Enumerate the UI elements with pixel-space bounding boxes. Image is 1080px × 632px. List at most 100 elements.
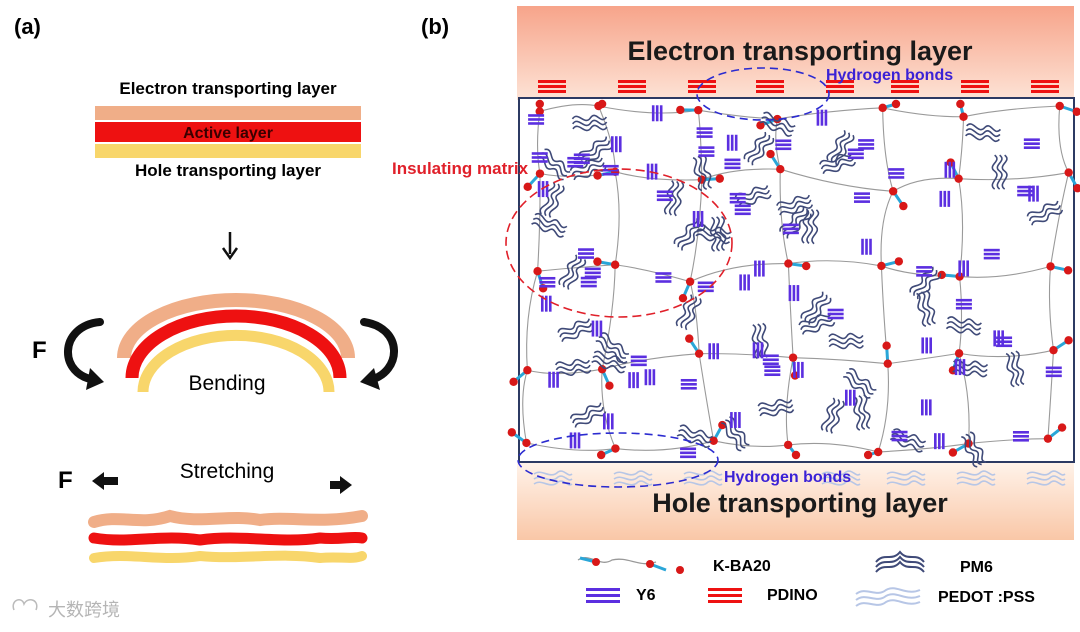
kba20-node	[784, 259, 793, 268]
pm6-molecule	[539, 181, 565, 218]
kba20-chain	[527, 368, 603, 375]
kba20-node	[766, 149, 775, 159]
pm6-molecule	[842, 368, 877, 399]
pm6-molecule	[759, 111, 796, 137]
legend-pedot-icon	[855, 587, 921, 607]
kba20-node	[883, 359, 892, 368]
kba20-node	[955, 272, 964, 281]
curved-arrow-right-icon	[360, 318, 398, 390]
y6-molecule	[996, 336, 1013, 348]
kba20-node	[597, 99, 607, 109]
kba20-node	[1073, 184, 1080, 193]
kba20-chain	[536, 111, 541, 174]
y6-molecule	[734, 204, 751, 216]
y6-molecule	[644, 369, 656, 386]
kba20-chain	[892, 177, 959, 192]
kba20-chain	[698, 353, 715, 441]
watermark-logo-icon	[12, 599, 38, 611]
kba20-chain	[958, 116, 965, 179]
y6-molecule	[762, 354, 779, 366]
kba20-node	[878, 103, 887, 113]
kba20-node	[1055, 101, 1064, 111]
pm6-molecule	[916, 290, 936, 327]
y6-molecule	[1045, 366, 1062, 378]
y6-molecule	[934, 433, 945, 450]
pm6-molecule	[558, 254, 587, 290]
y6-molecule	[680, 447, 697, 459]
legend: K-BA20 PM6 Y6 PDINO PEDOT :PSS	[577, 550, 1035, 607]
kba20-chain	[539, 104, 599, 112]
force-label-bend: F	[32, 337, 47, 364]
htl-label-a: Hole transporting layer	[135, 161, 321, 180]
kba20-node	[1063, 266, 1073, 275]
hbond-ellipse-top	[696, 67, 830, 121]
y6-molecule	[730, 412, 741, 429]
pm6-molecule	[800, 291, 832, 325]
hbond-ellipse-bottom	[517, 432, 719, 488]
kba20-chain	[615, 440, 714, 451]
y6-molecule	[602, 164, 619, 176]
y6-molecule	[602, 413, 614, 430]
kba20-node	[877, 261, 886, 271]
pm6-molecule	[743, 131, 775, 166]
y6-molecule	[916, 266, 933, 277]
kba20-chain	[615, 264, 691, 283]
kba20-node	[1049, 345, 1058, 355]
kba20-node	[756, 121, 765, 130]
y6-molecule	[539, 276, 556, 288]
kba20-node	[597, 365, 607, 374]
y6-molecule	[610, 136, 622, 153]
y6-molecule	[793, 361, 804, 378]
hbond-label-bottom: Hydrogen bonds	[724, 469, 851, 486]
kba20-chain	[880, 191, 894, 266]
kba20-node	[882, 341, 891, 350]
kba20-chain	[887, 352, 960, 365]
y6-molecule	[827, 308, 844, 320]
pedot-marker	[1026, 470, 1066, 486]
y6-molecule	[844, 389, 856, 406]
pdino-marker	[961, 80, 989, 93]
kba20-node	[709, 436, 718, 445]
kba20-node	[535, 169, 545, 178]
legend-pdino-icon	[708, 588, 742, 603]
pm6-molecule	[820, 397, 845, 434]
kba20-node	[535, 99, 544, 109]
kba20-node	[948, 448, 958, 457]
pedot-marker	[821, 470, 861, 486]
kba20-chain	[785, 357, 794, 445]
pm6-molecule	[1005, 350, 1025, 388]
kba20-node	[676, 105, 685, 115]
y6-molecule	[729, 192, 746, 204]
htl-band	[517, 462, 1074, 540]
kba20-chain	[1050, 172, 1070, 267]
active-layer-box	[518, 97, 1075, 463]
pm6-molecule	[965, 123, 1002, 142]
pm6-molecule	[571, 114, 608, 132]
kba20-node	[593, 257, 602, 266]
y6-molecule	[1017, 185, 1034, 197]
watermark-text: 大数跨境	[48, 600, 120, 620]
y6-molecule	[944, 161, 956, 178]
curved-arrow-left-icon	[64, 318, 104, 390]
pm6-molecule	[819, 152, 857, 175]
pdino-marker	[688, 80, 716, 93]
y6-molecule	[954, 359, 966, 376]
panel-a-label: (a)	[14, 14, 41, 39]
kba20-chain	[958, 276, 963, 354]
kba20-node	[1057, 423, 1067, 432]
kba20-chain	[697, 110, 703, 180]
y6-molecule	[958, 260, 969, 277]
kba20-node	[894, 257, 904, 266]
y6-molecule	[656, 190, 673, 202]
pm6-molecule	[945, 316, 982, 336]
y6-molecule	[847, 148, 864, 160]
y6-molecule	[528, 114, 545, 125]
etl-band	[517, 6, 1074, 100]
pm6-molecule	[537, 148, 571, 181]
legend-kba20-icon	[577, 556, 684, 574]
y6-molecule	[584, 267, 601, 279]
legend-y6-icon	[586, 588, 620, 603]
kba20-chain	[526, 271, 539, 371]
y6-molecule	[548, 371, 559, 388]
pedot-marker	[613, 470, 653, 486]
